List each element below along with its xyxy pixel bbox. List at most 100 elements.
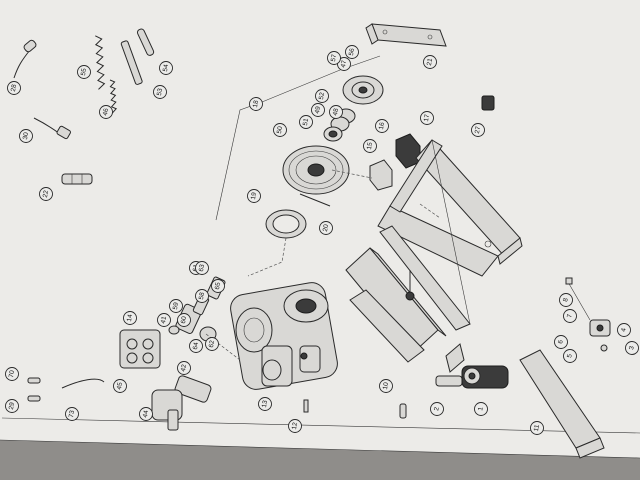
callout-label: 21 [426, 57, 434, 66]
callout-label: 54 [162, 63, 170, 72]
callout-29: 29 [5, 399, 19, 413]
callout-label: 3 [628, 345, 636, 350]
callout-label: 41 [160, 315, 168, 324]
callout-label: 6 [557, 339, 565, 344]
callout-label: 20 [322, 223, 330, 232]
callout-30: 30 [19, 129, 33, 143]
ring-19 [265, 209, 307, 239]
callout-64: 64 [189, 339, 203, 353]
callout-label: 28 [10, 83, 18, 92]
callout-21: 21 [423, 55, 437, 69]
callout-label: 13 [261, 399, 269, 408]
callout-label: 4 [620, 327, 628, 332]
callout-3: 3 [625, 341, 639, 355]
callout-label: 7 [566, 313, 574, 318]
callout-label: 56 [348, 47, 356, 56]
callout-label: 1 [477, 406, 485, 411]
callout-label: 73 [68, 409, 76, 418]
callout-16: 16 [375, 119, 389, 133]
pin-9 [399, 403, 407, 419]
bracket-21 [365, 23, 447, 47]
callout-label: 62 [208, 339, 216, 348]
callout-4: 4 [617, 323, 631, 337]
callout-73: 73 [65, 407, 79, 421]
callout-label: 11 [533, 424, 541, 432]
table-surface [0, 440, 640, 480]
crank-2 [435, 343, 465, 387]
callout-label: 16 [378, 121, 386, 130]
callout-10: 10 [379, 379, 393, 393]
callout-58: 58 [195, 289, 209, 303]
callout-label: 15 [366, 141, 374, 150]
callout-label: 58 [198, 291, 206, 300]
callout-label: 18 [252, 99, 260, 108]
callout-label: 30 [22, 131, 30, 140]
knob-27 [481, 95, 495, 111]
callout-label: 63 [198, 263, 206, 272]
coupling-22 [61, 173, 93, 185]
callout-17: 17 [420, 111, 434, 125]
callout-label: 17 [423, 113, 431, 122]
callout-59: 59 [169, 299, 183, 313]
hose-fitting-30 [33, 117, 71, 140]
callout-label: 65 [214, 281, 222, 290]
callout-8: 8 [559, 293, 573, 307]
callout-13: 13 [258, 397, 272, 411]
callout-54: 54 [159, 61, 173, 75]
spring-46 [109, 79, 118, 114]
callout-52: 52 [315, 89, 329, 103]
mount-assembly [565, 277, 611, 352]
callout-label: 45 [116, 381, 124, 390]
chute-11 [519, 349, 605, 459]
hub-57 [342, 75, 384, 105]
callout-label: 64 [192, 341, 200, 350]
callout-label: 2 [433, 406, 441, 411]
callout-60: 60 [177, 313, 191, 327]
pulley-50 [282, 145, 350, 207]
motor-13 [230, 282, 338, 390]
screw-12 [303, 399, 309, 413]
spring-56 [94, 35, 106, 90]
callout-label: 51 [302, 117, 310, 126]
callout-41: 41 [157, 313, 171, 327]
callout-label: 14 [126, 313, 134, 322]
paper-edge [0, 439, 640, 459]
callout-label: 55 [80, 67, 88, 76]
callout-label: 60 [180, 315, 188, 324]
callout-65: 65 [211, 279, 225, 293]
callout-42: 42 [177, 361, 191, 375]
callout-28: 28 [7, 81, 21, 95]
callout-label: 8 [562, 297, 570, 302]
handle-1 [461, 365, 509, 389]
callout-53: 53 [153, 85, 167, 99]
bracket-15 [369, 159, 393, 191]
callout-14: 14 [123, 311, 137, 325]
callout-19: 19 [247, 189, 261, 203]
callout-57: 57 [327, 51, 341, 65]
callout-18: 18 [249, 97, 263, 111]
callout-20: 20 [319, 221, 333, 235]
callout-label: 27 [474, 125, 482, 134]
callout-label: 49 [314, 105, 322, 114]
callout-label: 5 [566, 353, 574, 358]
callout-label: 48 [332, 107, 340, 116]
callout-46: 46 [99, 105, 113, 119]
callout-label: 10 [382, 381, 390, 390]
callout-50: 50 [273, 123, 287, 137]
callout-label: 57 [330, 53, 338, 62]
callout-12: 12 [288, 419, 302, 433]
leader-dash [419, 203, 441, 219]
callout-27: 27 [471, 123, 485, 137]
callout-56: 56 [345, 45, 359, 59]
callout-1: 1 [474, 402, 488, 416]
callout-62: 62 [205, 337, 219, 351]
manifold-14 [119, 329, 161, 369]
callout-label: 52 [318, 91, 326, 100]
callout-label: 70 [8, 369, 16, 378]
frame-17 [377, 139, 523, 331]
callout-70: 70 [5, 367, 19, 381]
rod-53 [120, 40, 143, 85]
hose-fitting-28 [13, 39, 37, 79]
